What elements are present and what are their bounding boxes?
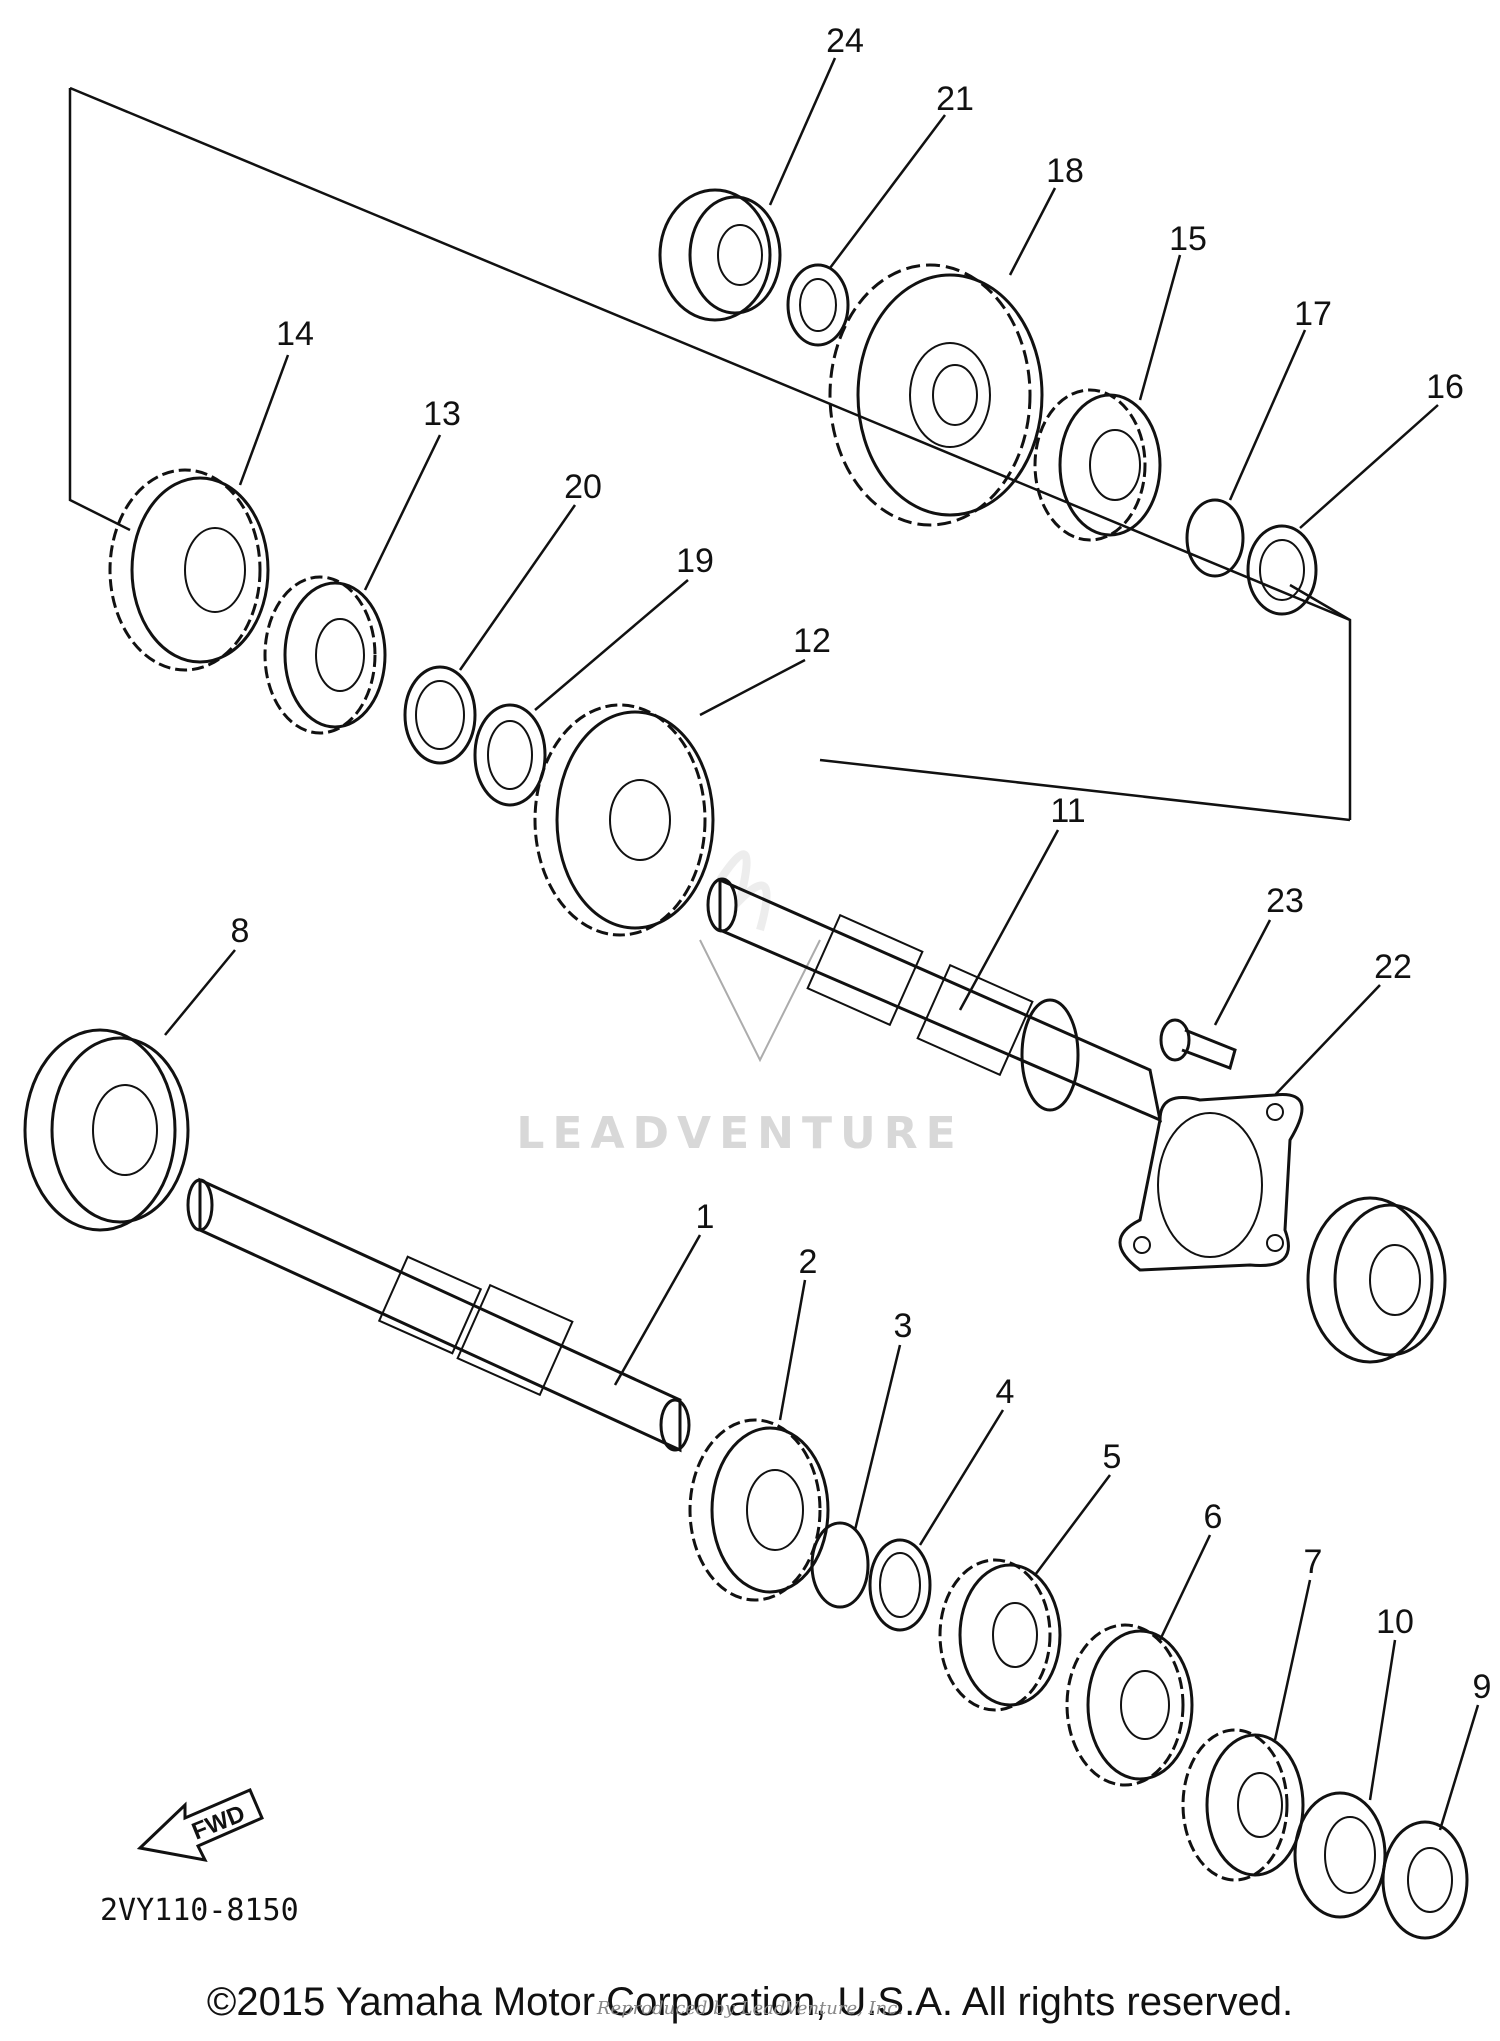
fwd-label: FWD [188,1800,249,1846]
gear-13 [263,575,387,735]
washer-19 [473,703,547,807]
callout-14: 14 [276,315,314,353]
bearing-plate-22 [1118,1093,1304,1272]
callout-17: 17 [1294,295,1332,333]
main-axle-1 [186,1177,691,1453]
bearing-8 [23,1028,190,1232]
bearing-10 [1293,1791,1387,1919]
callout-23: 23 [1266,882,1304,920]
callout-2: 2 [799,1243,818,1281]
callout-19: 19 [676,542,714,580]
screw-23 [1159,1018,1237,1070]
diagram-code: 2VY110-8150 [100,1893,299,1928]
callout-12: 12 [793,622,831,660]
bearing-right [1306,1196,1447,1364]
watermark-text: LEADVENTURE [516,1108,963,1159]
oil-seal-9 [1381,1820,1469,1940]
leader-lines [164,57,1480,1831]
washer-21 [786,263,850,347]
gear-6 [1065,1623,1194,1787]
callout-24: 24 [826,22,864,60]
watermark-logo [699,850,821,1063]
callout-15: 15 [1169,220,1207,258]
gear-2 [688,1418,830,1602]
callout-10: 10 [1376,1603,1414,1641]
callout-22: 22 [1374,948,1412,986]
callout-6: 6 [1204,1498,1223,1536]
callout-4: 4 [996,1373,1015,1411]
gear-18 [828,263,1044,527]
callout-3: 3 [894,1307,913,1345]
copyright-notice: ©2015 Yamaha Motor Corporation, U.S.A. A… [206,1980,1294,2024]
callout-13: 13 [423,395,461,433]
redistribution-note: Reproduced by LeadVenture, Inc. [596,1998,904,2019]
gear-14 [108,468,270,672]
callout-7: 7 [1304,1543,1323,1581]
callout-8: 8 [231,912,250,950]
gear-5 [938,1558,1062,1712]
callout-11: 11 [1050,792,1085,830]
circlip-3 [810,1521,870,1609]
callout-20: 20 [564,468,602,506]
callout-21: 21 [936,80,974,118]
gear-15 [1033,388,1162,542]
callout-1: 1 [696,1198,715,1236]
circlip-17 [1185,498,1245,578]
bearing-24 [658,188,782,322]
callout-16: 16 [1426,368,1464,406]
drive-axle-11 [706,877,1163,1123]
fwd-arrow-icon: FWD [136,1788,264,1863]
callout-labels: 24 21 18 15 17 16 14 13 20 19 12 11 23 2… [231,22,1492,1706]
callout-9: 9 [1473,1668,1492,1706]
gear-7 [1181,1728,1305,1882]
washer-4 [868,1538,932,1632]
washer-20 [403,665,477,765]
gear-12 [533,703,715,937]
callout-5: 5 [1103,1438,1122,1476]
washer-16 [1246,524,1318,616]
callout-18: 18 [1046,152,1084,190]
